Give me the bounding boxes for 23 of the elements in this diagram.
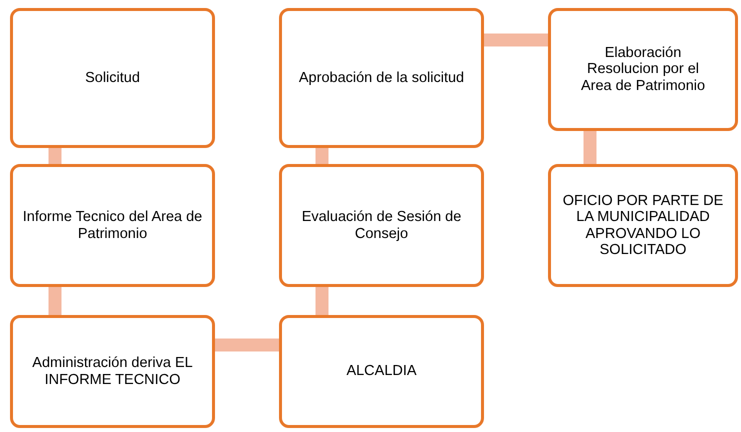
connector [484,34,548,46]
process-box [548,164,738,287]
box-label: Elaboración Resolucion por el Area de Patrimonio [580,45,706,94]
connector [316,148,328,164]
connector [215,338,279,352]
process-box [279,315,484,428]
connector [48,148,62,164]
connector [48,287,62,315]
process-box [10,315,215,428]
box-label: Solicitud [85,70,140,86]
box-label: Informe Tecnico del Area de Patrimonio [22,209,204,242]
box-label: ALCALDIA [346,363,417,380]
process-box [279,164,484,287]
box-label: Aprobación de la solicitud [298,70,464,86]
process-box [548,8,738,131]
box-label: Administración deriva EL INFORME TECNICO [31,355,194,388]
box-label: Evaluación de Sesión de Consejo [300,209,462,242]
process-box [10,164,215,287]
box-label: OFICIO POR PARTE DE LA MUNICIPALIDAD APROVANDO LO SOLICITADO [562,193,724,258]
connector [584,131,596,164]
connector [316,287,328,315]
process-box [279,8,484,148]
process-box [10,8,215,148]
